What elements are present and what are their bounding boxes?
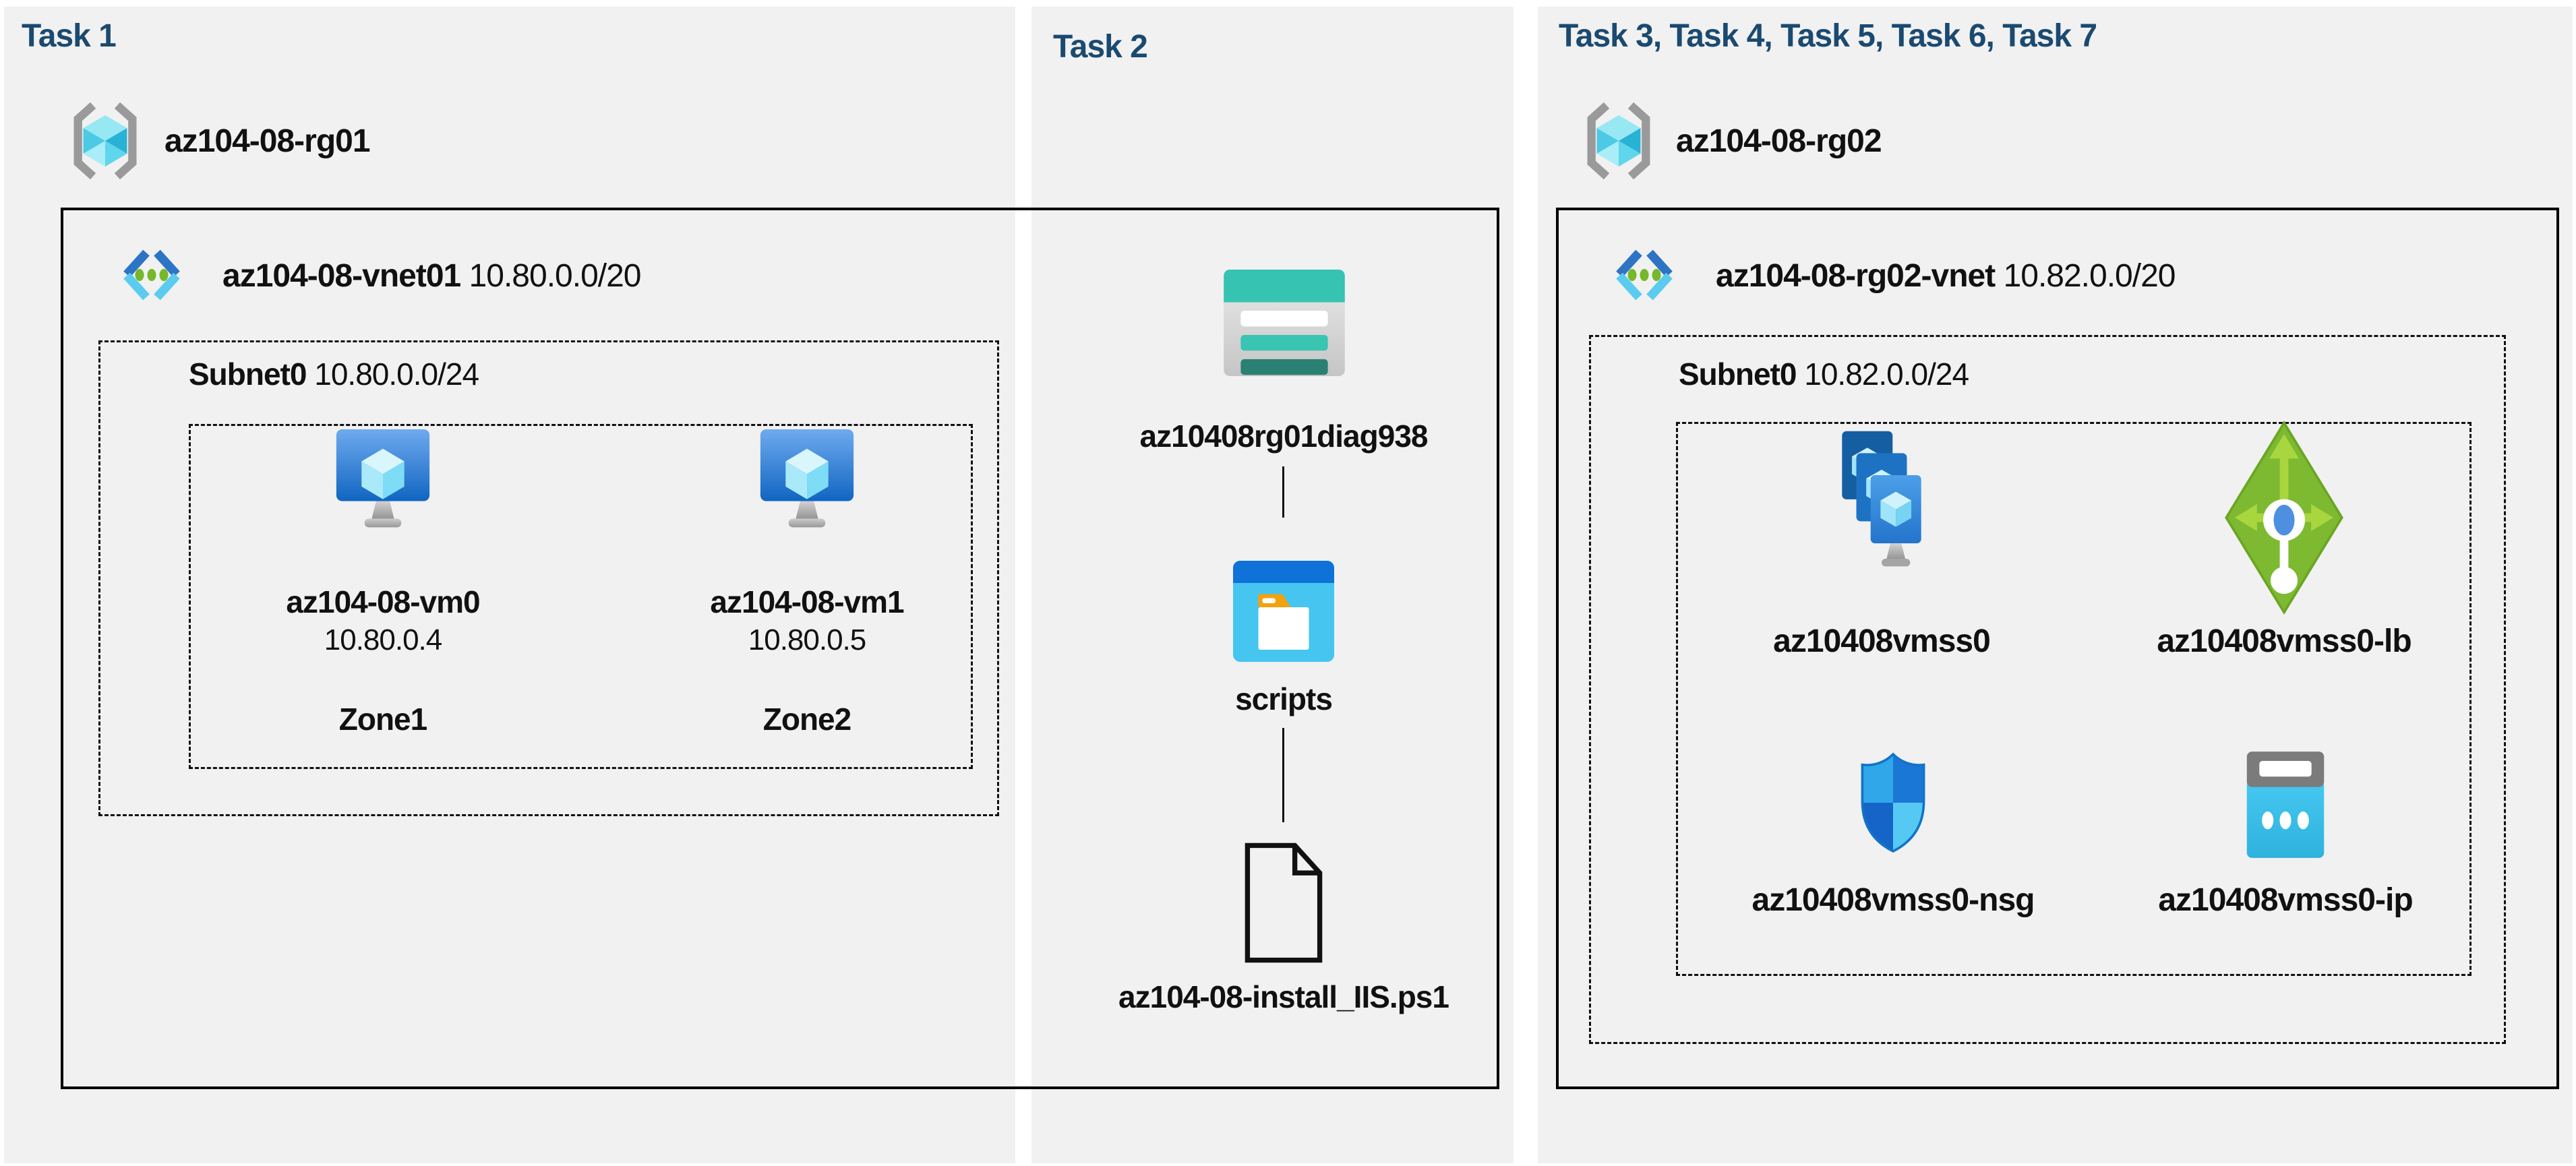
vnet-label: az104-08-rg02-vnet 10.82.0.0/20: [1716, 258, 2176, 294]
subnet0-label: Subnet0 10.82.0.0/24: [1679, 357, 1969, 392]
vm1-zone: Zone2: [762, 702, 851, 737]
subnet0-box: [98, 340, 999, 816]
blob-container-icon: [1233, 561, 1334, 662]
container-name: scripts: [1235, 681, 1333, 716]
network-security-group-icon: [1853, 745, 1934, 861]
script-file-name: az104-08-install_IIS.ps1: [1118, 979, 1449, 1014]
connector-scripts-file: [1282, 728, 1284, 822]
vm1-name: az104-08-vm1: [710, 584, 904, 619]
task1-panel: [4, 7, 1015, 1163]
resource-group-name: az104-08-rg01: [164, 123, 371, 159]
public-ip-name: az10408vmss0-ip: [2158, 882, 2413, 918]
vm0-ip: 10.80.0.4: [324, 623, 442, 656]
resource-group-icon: [67, 101, 143, 181]
storage-account-icon: [1224, 270, 1345, 376]
vnet-label: az104-08-vnet01 10.80.0.0/20: [222, 258, 641, 294]
vm0-name: az104-08-vm0: [286, 584, 480, 619]
virtual-machine-icon: [758, 427, 856, 535]
task2-header: Task 2: [1053, 29, 1148, 65]
task1-header: Task 1: [22, 18, 117, 54]
vnet01-box: [61, 208, 1499, 1089]
load-balancer-name: az10408vmss0-lb: [2157, 623, 2412, 659]
rg02-vnet-box: [1556, 208, 2559, 1089]
vm1-ip: 10.80.0.5: [748, 623, 866, 656]
virtual-network-icon: [118, 241, 185, 309]
resources-box: [1676, 422, 2472, 976]
task3-header: Task 3, Task 4, Task 5, Task 6, Task 7: [1559, 18, 2097, 54]
vm-scale-set-icon: [1820, 425, 1943, 567]
storage-account-name: az10408rg01diag938: [1139, 419, 1429, 454]
resource-group-icon: [1581, 101, 1656, 181]
virtual-network-icon: [1611, 241, 1678, 309]
connector-storage-scripts: [1282, 466, 1284, 518]
public-ip-icon: [2238, 749, 2333, 860]
resource-group-name: az104-08-rg02: [1676, 123, 1882, 159]
task3-panel: [1538, 7, 2573, 1163]
load-balancer-icon: [2221, 419, 2347, 616]
subnet0-box: [1589, 335, 2506, 1044]
subnet0-label: Subnet0 10.80.0.0/24: [189, 357, 479, 392]
vm0-zone: Zone1: [338, 702, 427, 737]
vmss-name: az10408vmss0: [1773, 623, 1991, 659]
script-file-icon: [1242, 840, 1325, 965]
virtual-machine-icon: [334, 427, 431, 535]
nsg-name: az10408vmss0-nsg: [1751, 882, 2035, 918]
zones-box: [189, 424, 973, 769]
